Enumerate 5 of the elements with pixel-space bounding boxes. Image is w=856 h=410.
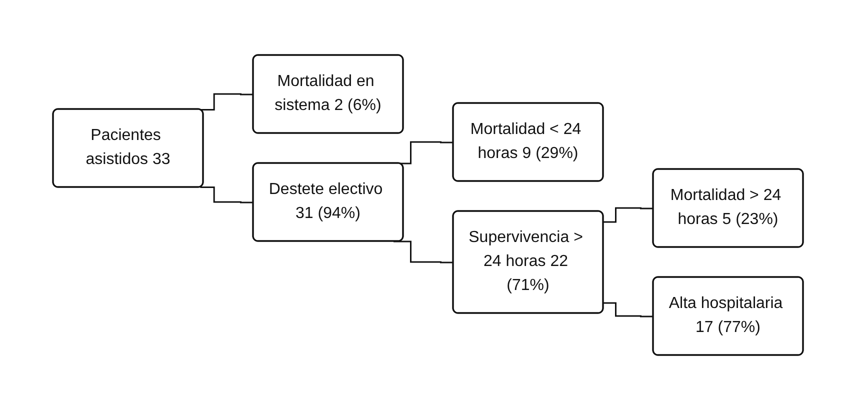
connector (394, 240, 454, 264)
connector (604, 207, 654, 223)
connector (200, 93, 254, 111)
connector (200, 186, 254, 204)
connector (604, 302, 654, 318)
